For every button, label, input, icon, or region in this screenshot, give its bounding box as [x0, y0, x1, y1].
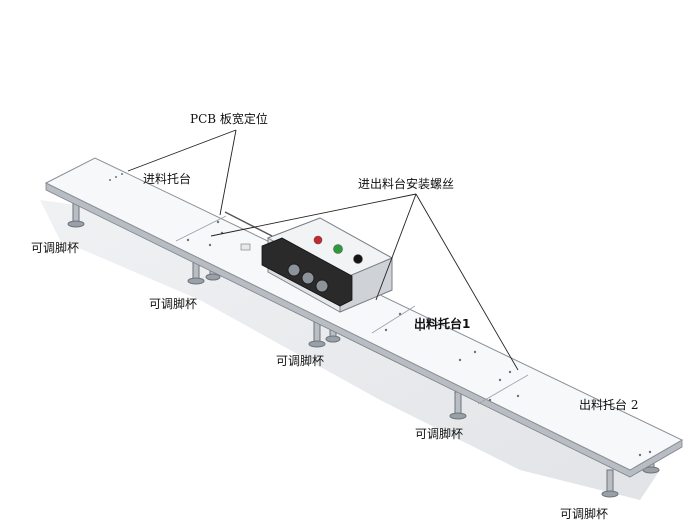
label-adjustable-foot-1: 可调脚杯	[31, 241, 80, 255]
label-outfeed-tray-2: 出料托台 2	[579, 398, 639, 412]
leader-lines	[127, 129, 519, 371]
mounting-screws	[109, 173, 652, 457]
green-button	[333, 244, 343, 254]
red-button	[313, 235, 323, 245]
cutting-rollers	[287, 263, 329, 293]
label-pcb-width-positioning: PCB 板宽定位	[190, 112, 268, 126]
pcb-guide-rail	[224, 211, 273, 237]
label-adjustable-foot-4: 可调脚杯	[415, 427, 464, 441]
label-adjustable-foot-3: 可调脚杯	[276, 354, 325, 368]
foot-5	[601, 469, 619, 498]
foot-3	[308, 317, 326, 348]
machine-body	[240, 217, 394, 313]
label-infeed-tray: 进料托台	[143, 172, 192, 186]
section-seams	[175, 215, 529, 405]
label-adjustable-foot-5: 可调脚杯	[560, 507, 609, 521]
label-adjustable-foot-2: 可调脚杯	[149, 297, 198, 311]
platform-top	[44, 157, 684, 471]
foot-2	[187, 254, 205, 285]
label-tray-mounting-screws: 进出料台安装螺丝	[358, 177, 455, 191]
label-outfeed-tray-1: 出料托台1	[414, 317, 471, 331]
black-button	[353, 254, 363, 264]
